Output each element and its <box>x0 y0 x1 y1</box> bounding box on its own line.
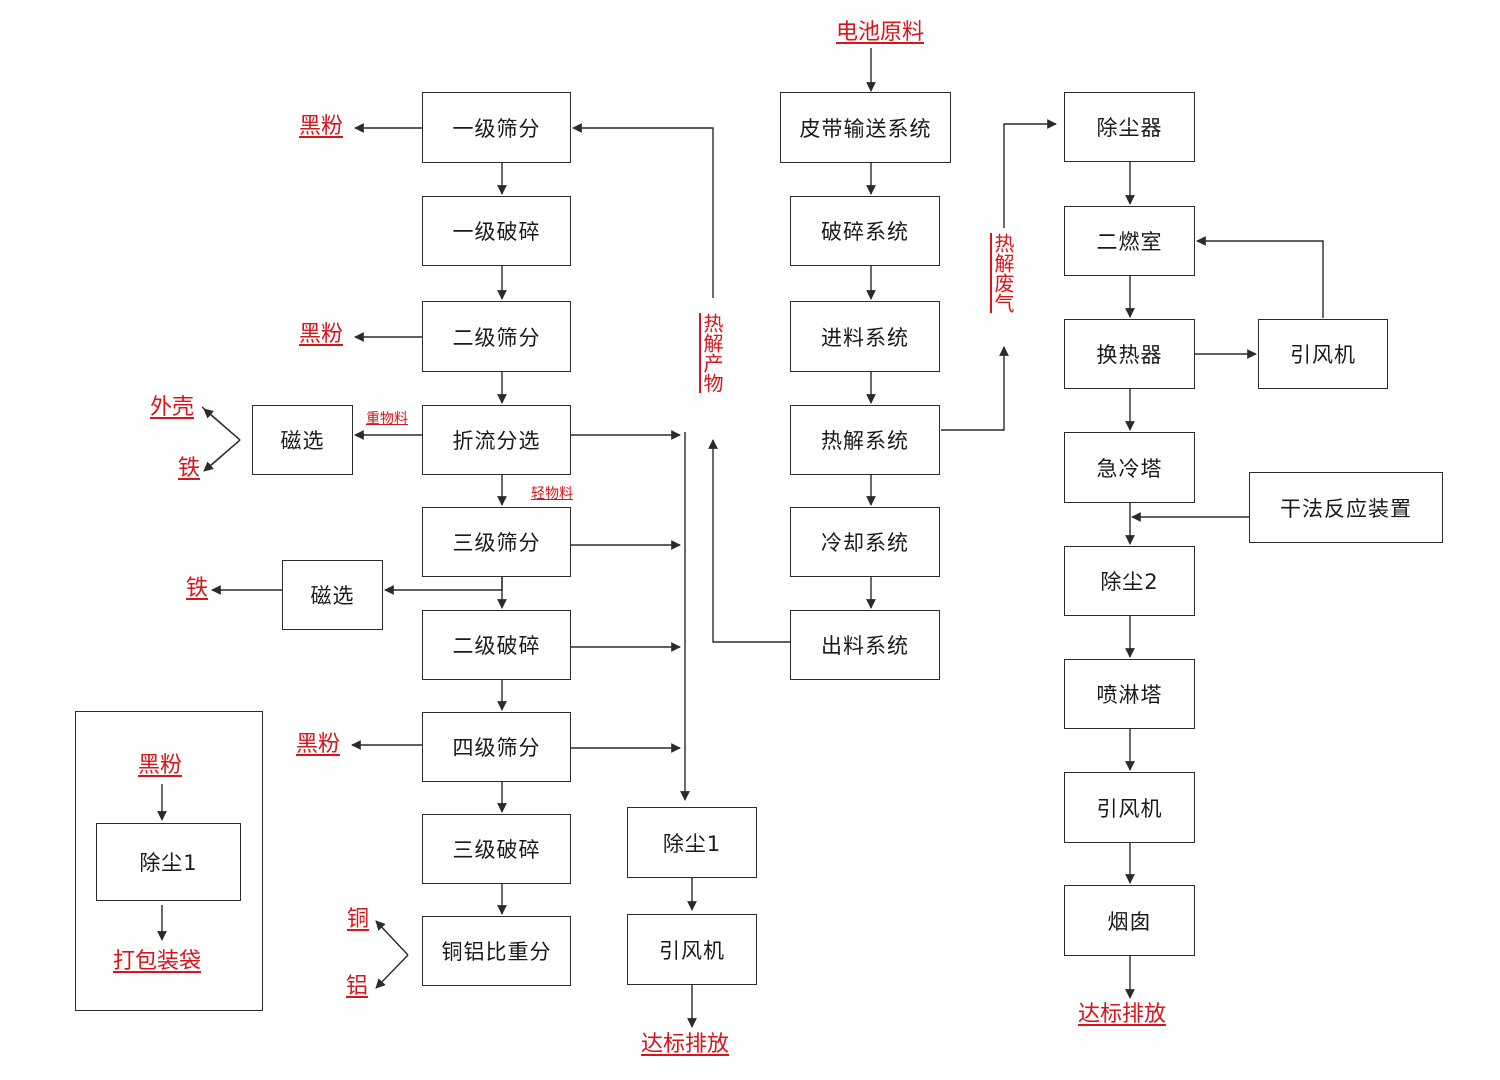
heat-exchanger-box: 换热器 <box>1064 319 1195 389</box>
crush2-box: 二级破碎 <box>422 610 571 680</box>
legend-panel <box>75 711 263 1011</box>
screen1-box: 一级筛分 <box>422 92 571 163</box>
feed-system-box: 进料系统 <box>790 301 940 372</box>
spray-tower-box: 喷淋塔 <box>1064 659 1195 729</box>
dust2-box: 除尘2 <box>1064 546 1195 616</box>
black-powder-label-3: 黑粉 <box>296 732 341 757</box>
crush3-box: 三级破碎 <box>422 814 571 884</box>
magnetic-separation-box-1: 磁选 <box>252 405 353 475</box>
cu-al-separation-box: 铜铝比重分 <box>422 916 571 986</box>
fold-sort-box: 折流分选 <box>422 405 571 475</box>
screen4-box: 四级筛分 <box>422 712 571 782</box>
dust-remover-box: 除尘器 <box>1064 92 1195 162</box>
crush1-box: 一级破碎 <box>422 196 571 266</box>
screen2-box: 二级筛分 <box>422 301 571 372</box>
pyrolysis-system-box: 热解系统 <box>790 405 940 475</box>
quench-tower-box: 急冷塔 <box>1064 432 1195 503</box>
black-powder-label-2: 黑粉 <box>299 322 344 347</box>
iron-label-2: 铁 <box>186 576 209 601</box>
fan-main-box: 引风机 <box>1064 772 1195 843</box>
heavy-material-label: 重物料 <box>366 411 408 427</box>
emission-label-mid: 达标排放 <box>641 1032 730 1057</box>
fan-mid-box: 引风机 <box>627 914 757 985</box>
copper-label: 铜 <box>347 907 370 932</box>
shell-label: 外壳 <box>150 395 195 420</box>
discharge-system-box: 出料系统 <box>790 610 940 680</box>
legend-black-powder-label: 黑粉 <box>138 753 183 778</box>
legend-dust1-box: 除尘1 <box>96 823 241 901</box>
legend-pack-label: 打包装袋 <box>113 949 202 974</box>
dry-reactor-box: 干法反应装置 <box>1249 472 1443 543</box>
pyrolysis-product-label: 热解产物 <box>700 313 724 393</box>
secondary-combustion-box: 二燃室 <box>1064 206 1195 276</box>
cooling-system-box: 冷却系统 <box>790 507 940 577</box>
screen3-box: 三级筛分 <box>422 507 571 577</box>
fan-right-box: 引风机 <box>1258 319 1388 389</box>
aluminum-label: 铝 <box>346 974 369 999</box>
magnetic-separation-box-2: 磁选 <box>282 560 383 630</box>
emission-label-right: 达标排放 <box>1078 1002 1167 1027</box>
light-material-label: 轻物料 <box>531 486 573 502</box>
pyrolysis-gas-label: 热解废气 <box>991 233 1015 313</box>
iron-label-1: 铁 <box>178 456 201 481</box>
crush-system-box: 破碎系统 <box>790 196 940 266</box>
battery-raw-label: 电池原料 <box>836 20 925 45</box>
black-powder-label-1: 黑粉 <box>299 114 344 139</box>
chimney-box: 烟囱 <box>1064 885 1195 956</box>
belt-conveyor-box: 皮带输送系统 <box>780 92 951 163</box>
dust1-box: 除尘1 <box>627 807 757 878</box>
